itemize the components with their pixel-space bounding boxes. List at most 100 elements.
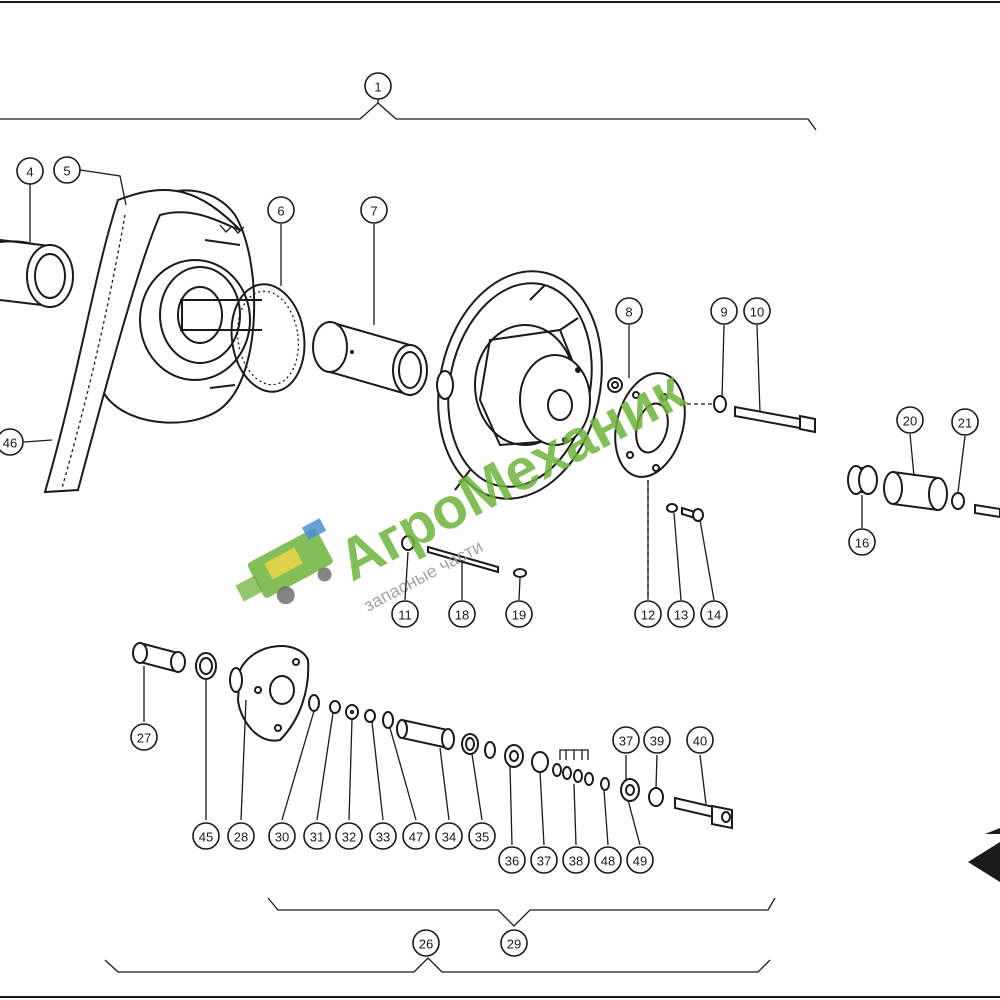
shaft-part-34 xyxy=(396,718,455,750)
bearing-housing-part-28 xyxy=(229,645,310,742)
washer-part-35b xyxy=(484,741,496,759)
callout-5: 5 xyxy=(53,156,81,184)
callout-13: 13 xyxy=(667,600,695,628)
callout-49: 49 xyxy=(626,846,654,874)
shim-set-part-38 xyxy=(552,749,594,786)
assembly-bracket-1 xyxy=(0,102,817,131)
washer-part-31 xyxy=(329,700,341,714)
svg-text:32: 32 xyxy=(342,830,356,845)
callout-6: 6 xyxy=(267,196,295,224)
callout-32: 32 xyxy=(335,822,363,850)
callout-33: 33 xyxy=(369,822,397,850)
retaining-ring-part-6 xyxy=(230,283,306,393)
callout-9: 9 xyxy=(710,297,738,325)
shaft-end xyxy=(974,503,1000,519)
callout-31: 31 xyxy=(303,822,331,850)
svg-text:20: 20 xyxy=(903,414,917,429)
svg-text:18: 18 xyxy=(455,608,469,623)
callout-48: 48 xyxy=(594,846,622,874)
svg-text:16: 16 xyxy=(855,536,869,551)
svg-text:5: 5 xyxy=(63,164,70,179)
callout-39: 39 xyxy=(643,726,671,754)
callout-34: 34 xyxy=(435,822,463,850)
callout-11: 11 xyxy=(391,600,419,628)
spacer-part-37 xyxy=(531,751,549,773)
rod-part-18 xyxy=(427,545,499,574)
bushing-part-16 xyxy=(847,465,878,495)
bearing-part-36 xyxy=(504,744,524,768)
nut-part-49 xyxy=(620,778,640,802)
callout-28: 28 xyxy=(227,822,255,850)
svg-text:33: 33 xyxy=(376,830,390,845)
svg-text:10: 10 xyxy=(750,305,764,320)
callout-12: 12 xyxy=(634,600,662,628)
svg-text:14: 14 xyxy=(707,608,721,623)
callout-47: 47 xyxy=(402,822,430,850)
svg-text:26: 26 xyxy=(419,937,433,952)
svg-text:4: 4 xyxy=(26,165,33,180)
pin-part-27 xyxy=(132,641,186,674)
svg-text:11: 11 xyxy=(398,608,412,623)
bolt-part-40 xyxy=(674,796,733,830)
callout-19: 19 xyxy=(505,600,533,628)
svg-text:46: 46 xyxy=(3,436,17,451)
callout-27: 27 xyxy=(130,723,158,751)
callout-1: 1 xyxy=(364,72,392,100)
callout-10: 10 xyxy=(743,297,771,325)
washer-part-13 xyxy=(666,503,678,513)
nut-part-32 xyxy=(345,704,359,720)
callout-37-top: 37 xyxy=(612,726,640,754)
svg-text:28: 28 xyxy=(234,830,248,845)
combine-harvester-icon xyxy=(235,518,333,605)
svg-text:8: 8 xyxy=(625,305,632,320)
snap-ring-part-30 xyxy=(308,694,320,712)
flange-plate-part-12 xyxy=(614,372,686,600)
callout-45: 45 xyxy=(192,822,220,850)
bolt-part-10 xyxy=(680,403,816,434)
svg-text:45: 45 xyxy=(199,830,213,845)
svg-text:39: 39 xyxy=(650,734,664,749)
washer-part-33 xyxy=(364,709,376,723)
washer-part-48 xyxy=(600,777,610,791)
callout-leaders xyxy=(23,98,966,846)
assembly-bracket-29 xyxy=(267,897,776,927)
sleeve-part-20 xyxy=(883,470,948,512)
callout-35: 35 xyxy=(468,822,496,850)
callout-21: 21 xyxy=(951,408,979,436)
svg-text:12: 12 xyxy=(641,608,655,623)
callout-30: 30 xyxy=(268,822,296,850)
assembly-bracket-26 xyxy=(104,957,771,973)
svg-text:38: 38 xyxy=(569,854,583,869)
drive-belt-part-46 xyxy=(43,189,241,494)
svg-text:34: 34 xyxy=(442,830,456,845)
svg-text:19: 19 xyxy=(512,608,526,623)
seal-part-47 xyxy=(382,711,394,729)
svg-text:7: 7 xyxy=(370,204,377,219)
svg-text:35: 35 xyxy=(475,830,489,845)
svg-text:40: 40 xyxy=(693,734,707,749)
variator-pulley xyxy=(436,270,603,500)
direction-arrow-icon xyxy=(968,828,1000,882)
callout-26: 26 xyxy=(412,929,440,957)
svg-text:48: 48 xyxy=(601,854,615,869)
callout-8: 8 xyxy=(615,297,643,325)
bushing-part-4 xyxy=(0,239,74,308)
cap-part-19 xyxy=(513,568,527,578)
ring-part-35 xyxy=(461,733,479,755)
svg-text:47: 47 xyxy=(409,830,423,845)
callout-36: 36 xyxy=(498,846,526,874)
callout-18: 18 xyxy=(448,600,476,628)
svg-text:29: 29 xyxy=(507,937,521,952)
svg-text:37: 37 xyxy=(537,854,551,869)
callout-20: 20 xyxy=(896,406,924,434)
callout-4: 4 xyxy=(16,157,44,185)
callout-14: 14 xyxy=(700,600,728,628)
svg-text:13: 13 xyxy=(674,608,688,623)
svg-text:9: 9 xyxy=(720,305,727,320)
clip-part-11 xyxy=(401,535,415,551)
svg-text:31: 31 xyxy=(310,830,324,845)
svg-text:1: 1 xyxy=(374,80,381,95)
svg-text:27: 27 xyxy=(137,731,151,746)
callout-16: 16 xyxy=(848,528,876,556)
